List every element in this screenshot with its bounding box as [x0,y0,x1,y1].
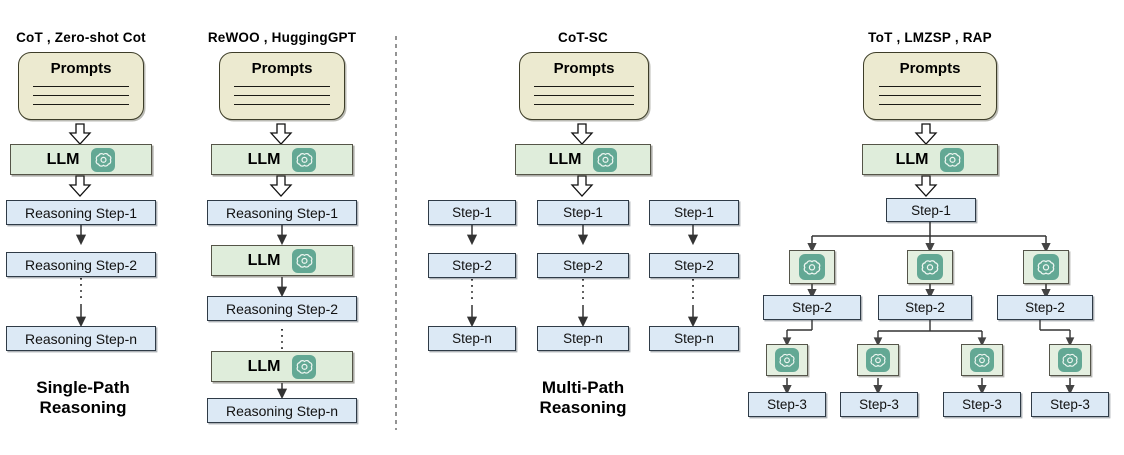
prompts-card-cot: Prompts [18,52,144,120]
step-box: Step-n [649,326,739,351]
llm-label: LLM [895,150,929,168]
llm-node [857,344,899,376]
llm-box-tot: LLM [862,144,998,175]
openai-logo-icon [775,348,799,372]
prompts-label: Prompts [553,60,615,77]
openai-logo-icon [292,147,317,172]
llm-label: LLM [247,150,281,168]
prompts-lines [534,86,634,113]
openai-logo-icon [292,248,317,273]
step-box: Step-1 [649,200,739,225]
openai-logo-icon [593,147,618,172]
prompts-lines [233,86,331,113]
openai-logo-icon [866,348,890,372]
llm-node [907,250,953,284]
llm-node [1049,344,1091,376]
column-title-tot: ToT , LMZSP , RAP [868,30,992,45]
step-box: Step-2 [537,253,629,278]
prompts-label: Prompts [899,60,961,77]
openai-logo-icon [292,354,317,379]
llm-label: LLM [247,251,281,269]
tree-node-step3: Step-3 [840,392,918,417]
llm-box-rewoo: LLM [211,144,353,175]
step-box: Step-2 [649,253,739,278]
tree-node-step2: Step-2 [878,295,972,320]
openai-logo-icon [1058,348,1082,372]
step-box: Step-n [428,326,516,351]
section-label-multi-path: Multi-Path Reasoning [500,378,666,418]
step-box: Reasoning Step-n [207,398,357,423]
prompts-card-tot: Prompts [863,52,997,120]
section-label-line1: Multi-Path [541,378,625,397]
step-box: Step-2 [428,253,516,278]
step-box: Reasoning Step-2 [207,296,357,321]
step-box: Step-1 [537,200,629,225]
step-box: Reasoning Step-2 [6,252,156,277]
column-title-rewoo: ReWOO , HuggingGPT [207,30,357,45]
step-box: Step-n [537,326,629,351]
llm-box-cot: LLM [10,144,152,175]
llm-label: LLM [548,150,582,168]
section-label-line2: Reasoning [39,398,127,418]
llm-label: LLM [247,357,281,375]
openai-logo-icon [940,147,965,172]
openai-logo-icon [917,254,943,280]
column-title-cot-sc: CoT-SC [558,30,608,45]
llm-box-inline: LLM [211,351,353,382]
llm-node [789,250,835,284]
prompts-card-cot-sc: Prompts [519,52,649,120]
tree-node-root: Step-1 [886,198,976,222]
tree-node-step3: Step-3 [748,392,826,417]
prompts-label: Prompts [50,60,112,77]
step-box: Reasoning Step-1 [6,200,156,225]
prompts-lines [878,86,982,113]
openai-logo-icon [970,348,994,372]
llm-node [961,344,1003,376]
step-box: Reasoning Step-1 [207,200,357,225]
llm-box-cot-sc: LLM [515,144,651,175]
prompts-label: Prompts [251,60,313,77]
step-box: Reasoning Step-n [6,326,156,351]
prompts-lines [32,86,130,113]
llm-box-inline: LLM [211,245,353,276]
openai-logo-icon [91,147,116,172]
tree-node-step2: Step-2 [763,295,861,320]
section-label-line1: Single-Path [36,378,130,397]
column-title-cot: CoT , Zero-shot Cot [16,30,146,45]
llm-node [1023,250,1069,284]
prompts-card-rewoo: Prompts [219,52,345,120]
tree-node-step2: Step-2 [997,295,1093,320]
openai-logo-icon [1033,254,1059,280]
llm-node [766,344,808,376]
tree-node-step3: Step-3 [1031,392,1109,417]
llm-label: LLM [46,150,80,168]
section-label-single-path: Single-Path Reasoning [0,378,166,418]
step-box: Step-1 [428,200,516,225]
openai-logo-icon [799,254,825,280]
tree-node-step3: Step-3 [943,392,1021,417]
section-label-line2: Reasoning [539,398,627,418]
